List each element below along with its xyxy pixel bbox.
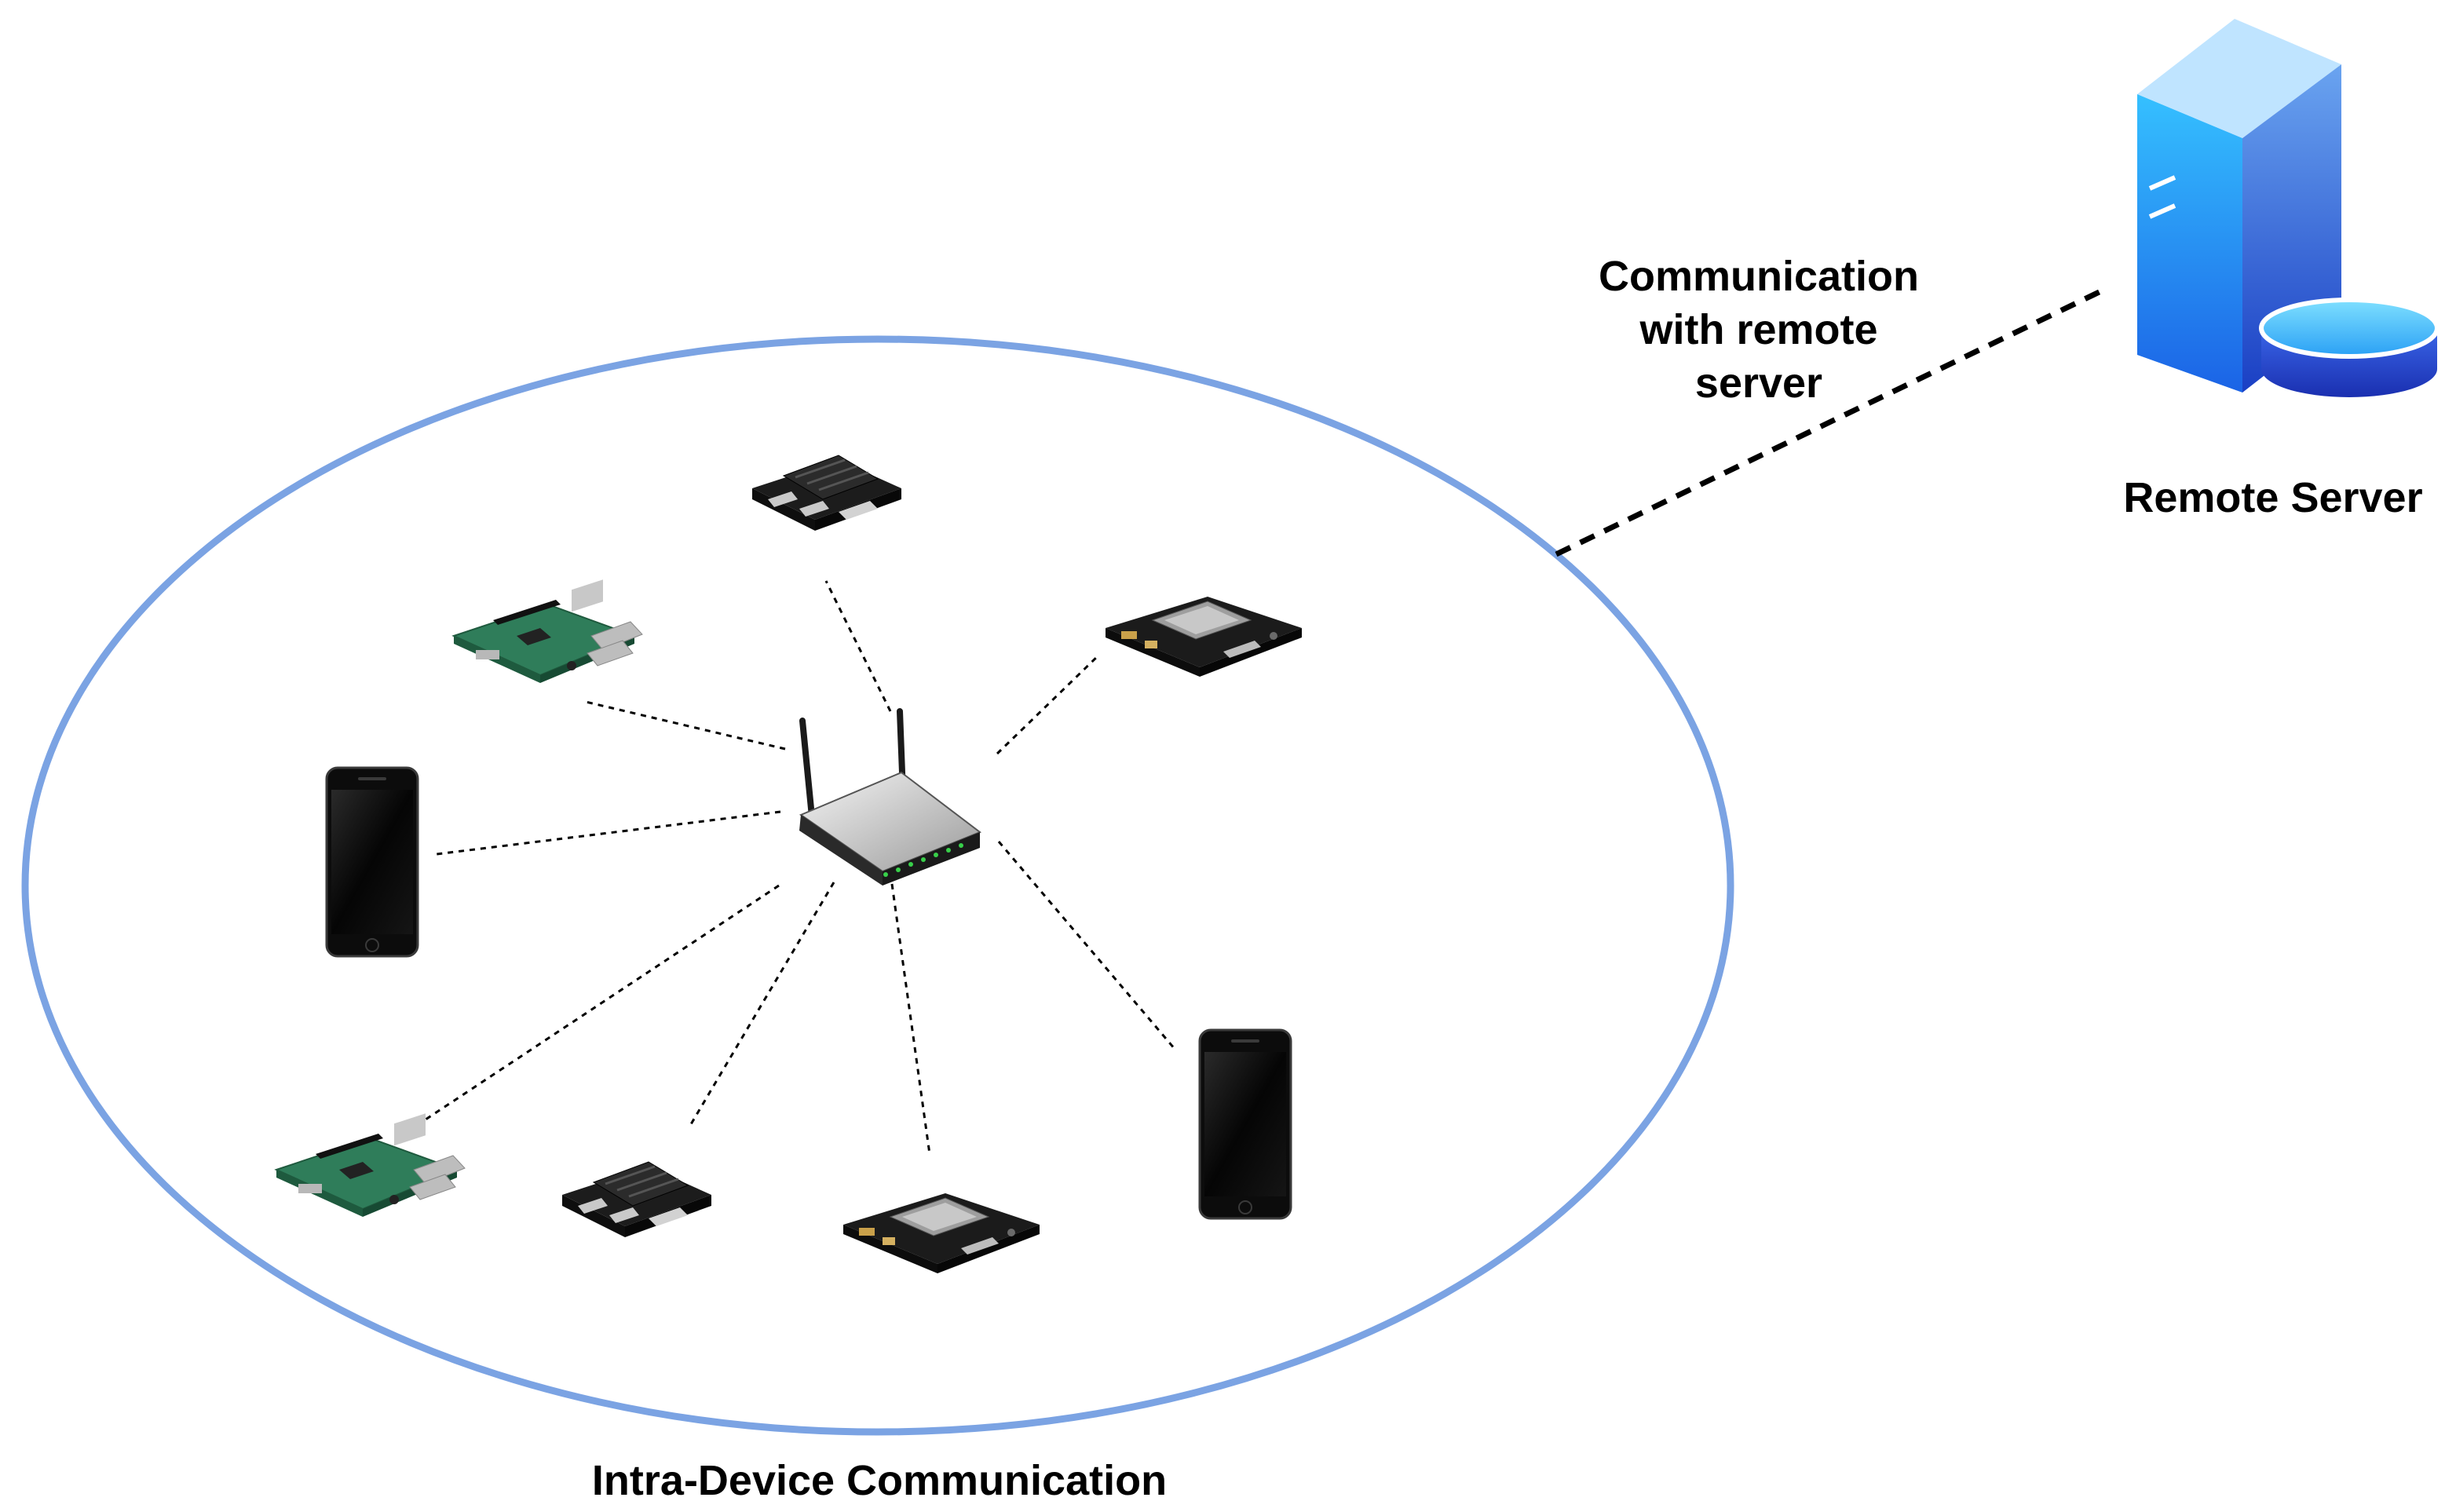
intra-device-label: Intra-Device Communication bbox=[591, 1457, 1168, 1504]
remote-link-label-line: Communication bbox=[1598, 253, 1919, 300]
remote-link-label-line: server bbox=[1694, 360, 1823, 407]
raspberry-pi-board-icon bbox=[453, 579, 643, 684]
jetson-nano-board-icon bbox=[751, 454, 903, 532]
wifi-router-icon bbox=[799, 708, 982, 886]
jetson-tx2-board-icon bbox=[842, 1192, 1040, 1274]
intra-device-boundary bbox=[21, 335, 1734, 1436]
server-icon bbox=[2137, 19, 2440, 397]
link-nano-bottom bbox=[689, 882, 835, 1125]
remote-link-label: Communication with remote server bbox=[1539, 250, 1979, 410]
link-phone-right bbox=[997, 841, 1176, 1050]
smartphone-icon bbox=[325, 766, 419, 958]
remote-link-label-line: with remote bbox=[1639, 306, 1878, 353]
jetson-nano-board-icon bbox=[561, 1160, 713, 1239]
link-tx2-bottom bbox=[890, 883, 931, 1155]
link-nano-top bbox=[824, 580, 892, 712]
raspberry-pi-board-icon bbox=[276, 1112, 466, 1218]
device-links bbox=[415, 580, 1176, 1155]
remote-server-label: Remote Server bbox=[2123, 474, 2423, 521]
link-rpi-top bbox=[585, 700, 786, 751]
remote-link-line bbox=[1555, 284, 2111, 557]
smartphone-icon bbox=[1198, 1028, 1292, 1220]
jetson-tx2-board-icon bbox=[1105, 596, 1303, 677]
link-rpi-bottom bbox=[415, 884, 780, 1127]
link-phone-left bbox=[436, 810, 781, 856]
link-tx2-top bbox=[996, 653, 1101, 755]
